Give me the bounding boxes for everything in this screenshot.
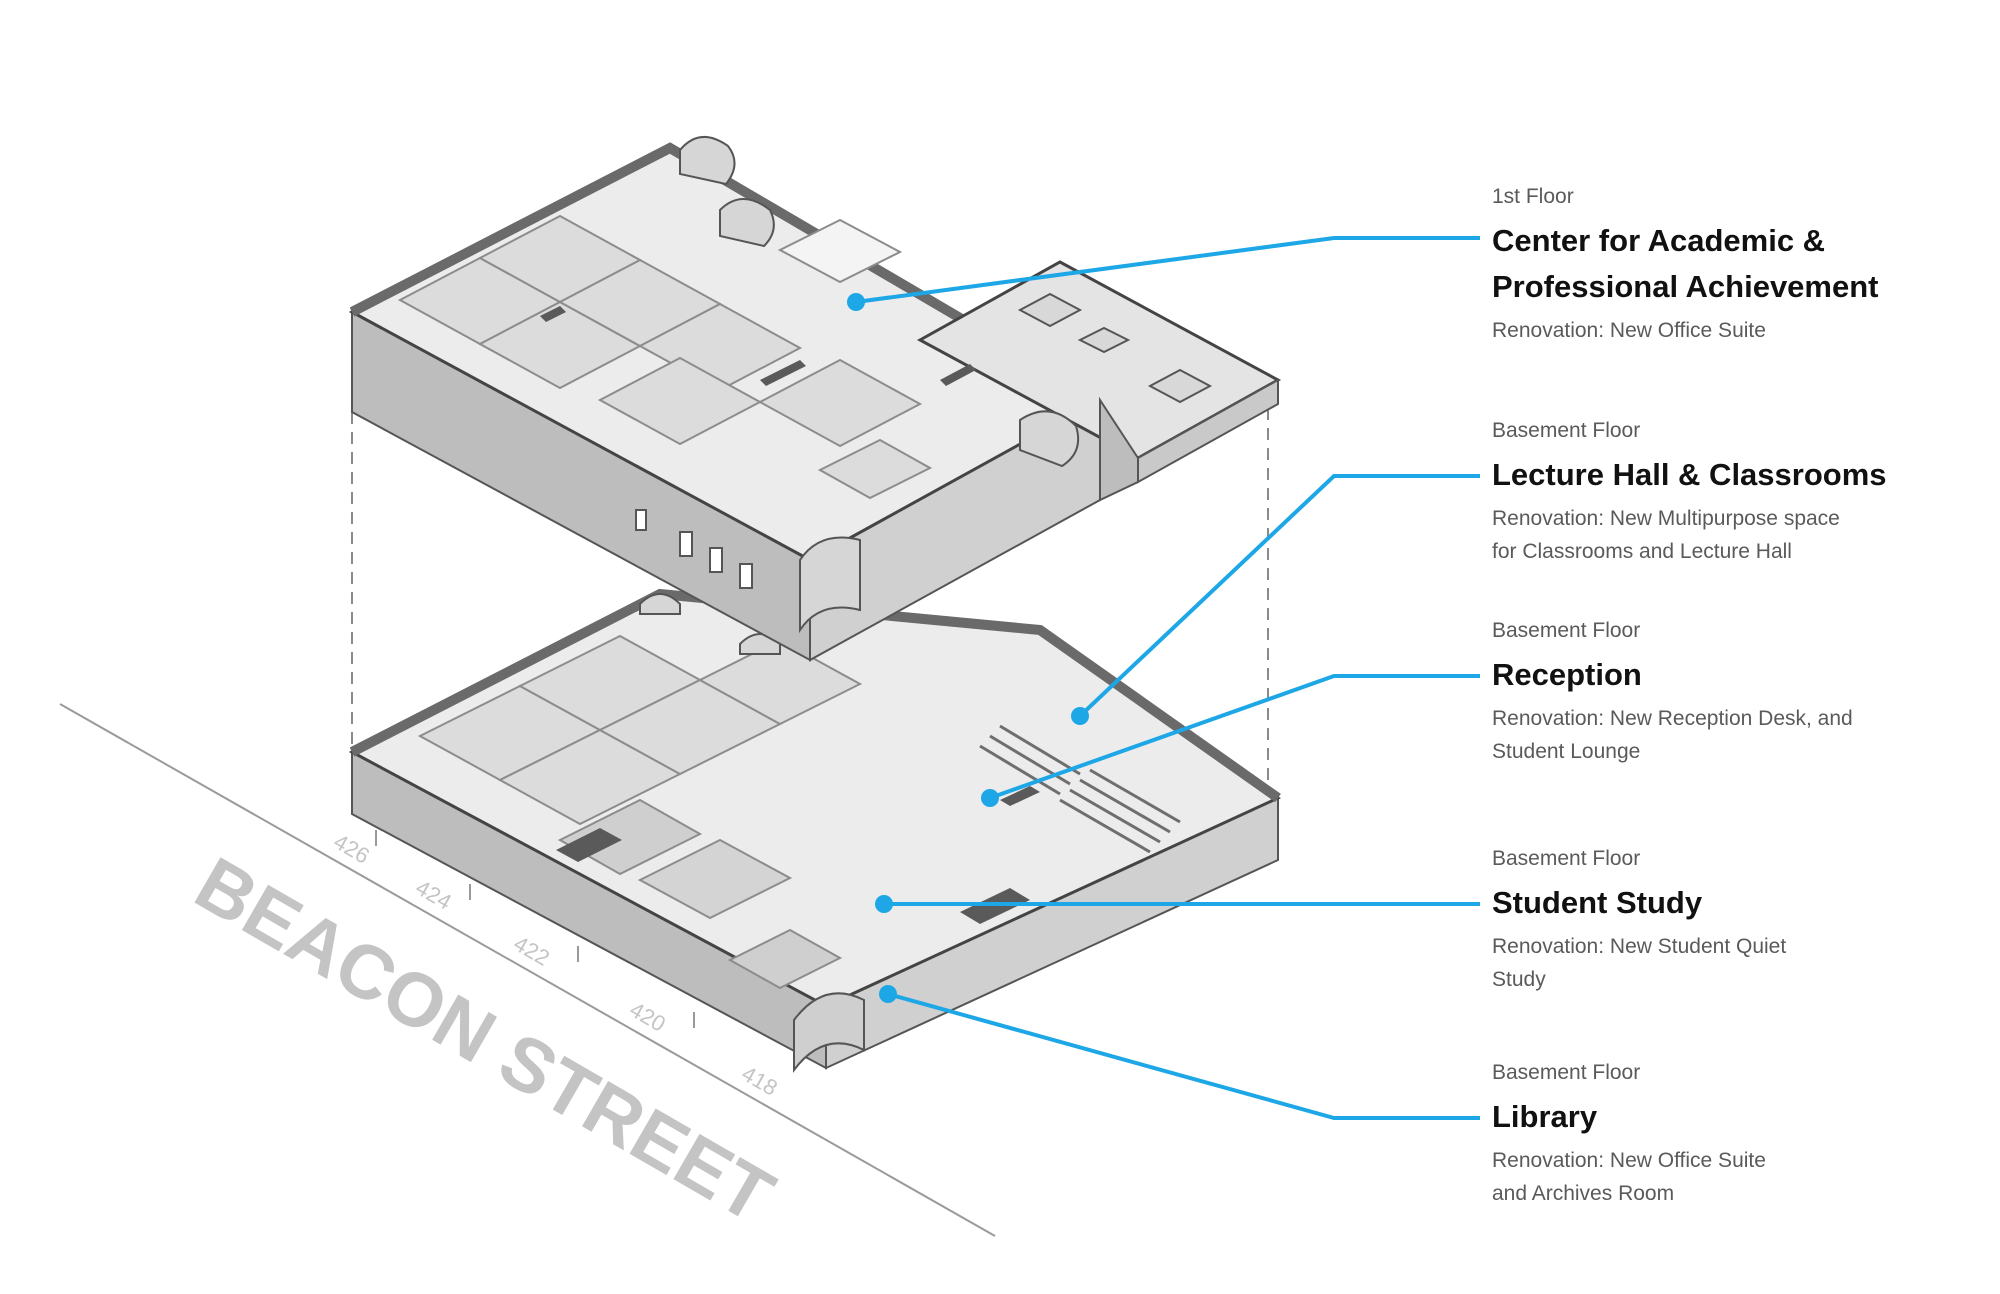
callout-description-line: Study: [1492, 968, 1546, 991]
callout-title: Student Study: [1492, 880, 1972, 926]
leader-line-reception: [989, 674, 1480, 800]
callout-floor-label: Basement Floor: [1492, 619, 1641, 642]
leader-line-lecture: [1078, 474, 1480, 718]
leader-line-library: [887, 992, 1480, 1120]
callout-lecture-hall: Basement Floor Lecture Hall & Classrooms…: [1492, 418, 1972, 568]
first-floor-plan: [348, 136, 1282, 662]
leader-lines: [855, 236, 1480, 1120]
lecture-hall-seating: [979, 724, 1181, 854]
callout-floor-label: Basement Floor: [1492, 419, 1641, 442]
callout-description-line: Student Lounge: [1492, 740, 1641, 763]
callout-student-study: Basement Floor Student Study Renovation:…: [1492, 846, 1972, 996]
callout-library: Basement Floor Library Renovation: New O…: [1492, 1060, 1972, 1210]
marker-cpa: [847, 293, 865, 311]
leader-markers: [847, 293, 1089, 1003]
callout-reception: Basement Floor Reception Renovation: New…: [1492, 618, 1972, 768]
callout-description: Renovation: New Multipurpose space for C…: [1492, 502, 1972, 568]
callout-description-line: for Classrooms and Lecture Hall: [1492, 540, 1792, 563]
marker-study: [875, 895, 893, 913]
callout-description: Renovation: New Office Suite and Archive…: [1492, 1144, 1972, 1210]
callout-title-line: Center for Academic &: [1492, 223, 1826, 258]
callout-description-line: and Archives Room: [1492, 1182, 1675, 1205]
callout-description: Renovation: New Office Suite: [1492, 314, 1972, 347]
callout-description-line: Renovation: New Reception Desk, and: [1492, 707, 1853, 730]
callout-title: Reception: [1492, 652, 1972, 698]
callout-description-line: Renovation: New Student Quiet: [1492, 935, 1787, 958]
street-edge: [59, 703, 996, 1237]
floor-alignment-lines: [351, 372, 1269, 796]
street-number: 426: [330, 829, 374, 869]
street-number: 418: [738, 1061, 782, 1101]
callout-description-line: Renovation: New Multipurpose space: [1492, 507, 1840, 530]
marker-reception: [981, 789, 999, 807]
callout-title: Library: [1492, 1094, 1972, 1140]
marker-lecture: [1071, 707, 1089, 725]
callout-description: Renovation: New Student Quiet Study: [1492, 930, 1972, 996]
callout-title-line: Library: [1492, 1099, 1598, 1134]
callout-description: Renovation: New Reception Desk, and Stud…: [1492, 702, 1972, 768]
callout-title: Center for Academic & Professional Achie…: [1492, 218, 1972, 310]
marker-library: [879, 985, 897, 1003]
callout-description-line: Renovation: New Office Suite: [1492, 1149, 1766, 1172]
callout-title: Lecture Hall & Classrooms: [1492, 452, 1972, 498]
leader-line-cpa: [855, 236, 1480, 304]
callout-description-line: Renovation: New Office Suite: [1492, 319, 1766, 342]
callout-title-line: Reception: [1492, 657, 1642, 692]
callout-floor-label: Basement Floor: [1492, 1061, 1641, 1084]
callout-title-line: Professional Achievement: [1492, 269, 1879, 304]
callout-academic-achievement: 1st Floor Center for Academic & Professi…: [1492, 184, 1972, 347]
callout-floor-label: Basement Floor: [1492, 847, 1641, 870]
callout-title-line: Student Study: [1492, 885, 1703, 920]
callout-floor-label: 1st Floor: [1492, 185, 1574, 208]
callout-title-line: Lecture Hall & Classrooms: [1492, 457, 1887, 492]
